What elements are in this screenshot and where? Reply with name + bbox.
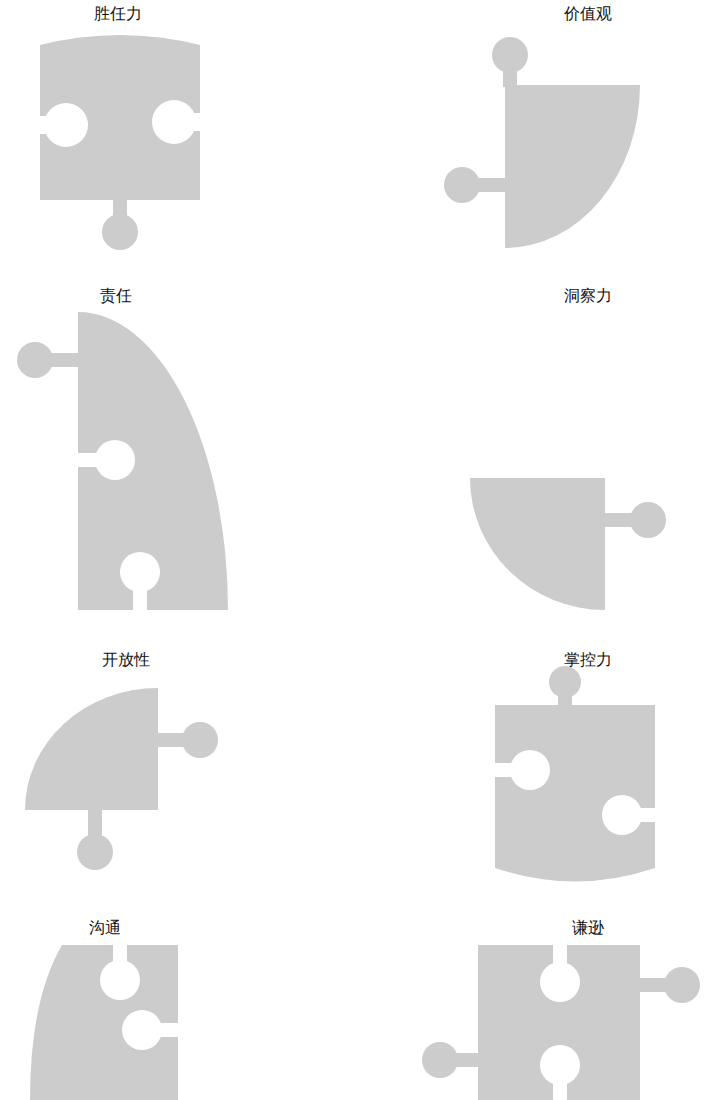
piece-slot-head xyxy=(152,100,196,144)
piece-tab-head xyxy=(549,666,581,698)
piece-tab xyxy=(77,722,218,870)
piece-body xyxy=(495,705,655,882)
piece-slot-head xyxy=(95,440,135,480)
piece-body xyxy=(78,312,228,610)
piece-slot xyxy=(76,440,160,612)
piece-tab-neck xyxy=(50,353,80,367)
piece-slot-neck xyxy=(76,453,98,467)
piece-shape xyxy=(490,650,660,892)
piece-shape xyxy=(22,650,222,872)
piece-slot xyxy=(100,943,180,1050)
piece-tab-neck xyxy=(638,978,668,992)
piece-tab-neck xyxy=(603,513,633,527)
piece-shape xyxy=(420,918,704,1100)
piece-label: 责任 xyxy=(100,286,132,306)
piece-tab xyxy=(603,502,666,538)
piece-tab-neck xyxy=(113,198,127,216)
piece-tab xyxy=(17,342,80,378)
piece-tab-head xyxy=(664,967,700,1003)
piece-tab xyxy=(549,666,581,708)
piece-slot-head xyxy=(120,552,160,592)
puzzle-piece: 掌控力 xyxy=(490,650,660,892)
piece-label: 沟通 xyxy=(89,918,121,938)
piece-slot-head xyxy=(510,750,550,790)
piece-tab-head xyxy=(77,834,113,870)
piece-slot-head xyxy=(602,795,642,835)
piece-label: 开放性 xyxy=(102,650,150,670)
piece-shape xyxy=(466,286,670,612)
piece-shape xyxy=(28,918,182,1100)
piece-body xyxy=(478,945,640,1100)
piece-shape xyxy=(36,4,204,252)
piece-label: 谦逊 xyxy=(572,918,604,938)
piece-tab-head xyxy=(102,214,138,250)
piece-label: 洞察力 xyxy=(564,286,612,306)
puzzle-piece: 责任 xyxy=(14,286,232,612)
piece-body xyxy=(505,85,640,248)
piece-body xyxy=(25,688,158,810)
puzzle-piece: 价值观 xyxy=(440,4,645,252)
piece-label: 掌控力 xyxy=(564,650,612,670)
piece-tab-head xyxy=(422,1042,458,1078)
piece-shape xyxy=(440,4,645,252)
piece-body xyxy=(470,478,605,610)
piece-body xyxy=(40,35,200,200)
puzzle-piece: 开放性 xyxy=(22,650,222,872)
piece-tab-neck xyxy=(156,733,186,747)
piece-slot-neck xyxy=(553,943,567,965)
piece-tab xyxy=(102,198,138,250)
piece-body xyxy=(30,945,178,1100)
piece-tab-head xyxy=(17,342,53,378)
piece-slot xyxy=(493,750,657,835)
piece-slot-head xyxy=(540,962,580,1002)
piece-slot-head xyxy=(100,960,140,1000)
piece-slot-head xyxy=(44,103,88,147)
piece-tab-neck xyxy=(478,178,507,192)
piece-slot xyxy=(540,943,580,1100)
piece-slot-head xyxy=(122,1010,162,1050)
piece-tab-head xyxy=(630,502,666,538)
piece-slot-head xyxy=(540,1045,580,1085)
piece-slot xyxy=(38,100,202,147)
piece-tab-head xyxy=(444,167,480,203)
puzzle-piece: 胜任力 xyxy=(36,4,204,252)
piece-label: 胜任力 xyxy=(94,4,142,24)
piece-tab-neck xyxy=(88,808,102,838)
piece-label: 价值观 xyxy=(564,4,612,24)
piece-tab-head xyxy=(492,37,528,73)
piece-tab-head xyxy=(182,722,218,758)
piece-shape xyxy=(14,286,232,612)
puzzle-piece: 谦逊 xyxy=(420,918,704,1100)
puzzle-piece: 沟通 xyxy=(28,918,182,1100)
piece-tab xyxy=(444,37,528,203)
puzzle-piece: 洞察力 xyxy=(466,286,670,612)
